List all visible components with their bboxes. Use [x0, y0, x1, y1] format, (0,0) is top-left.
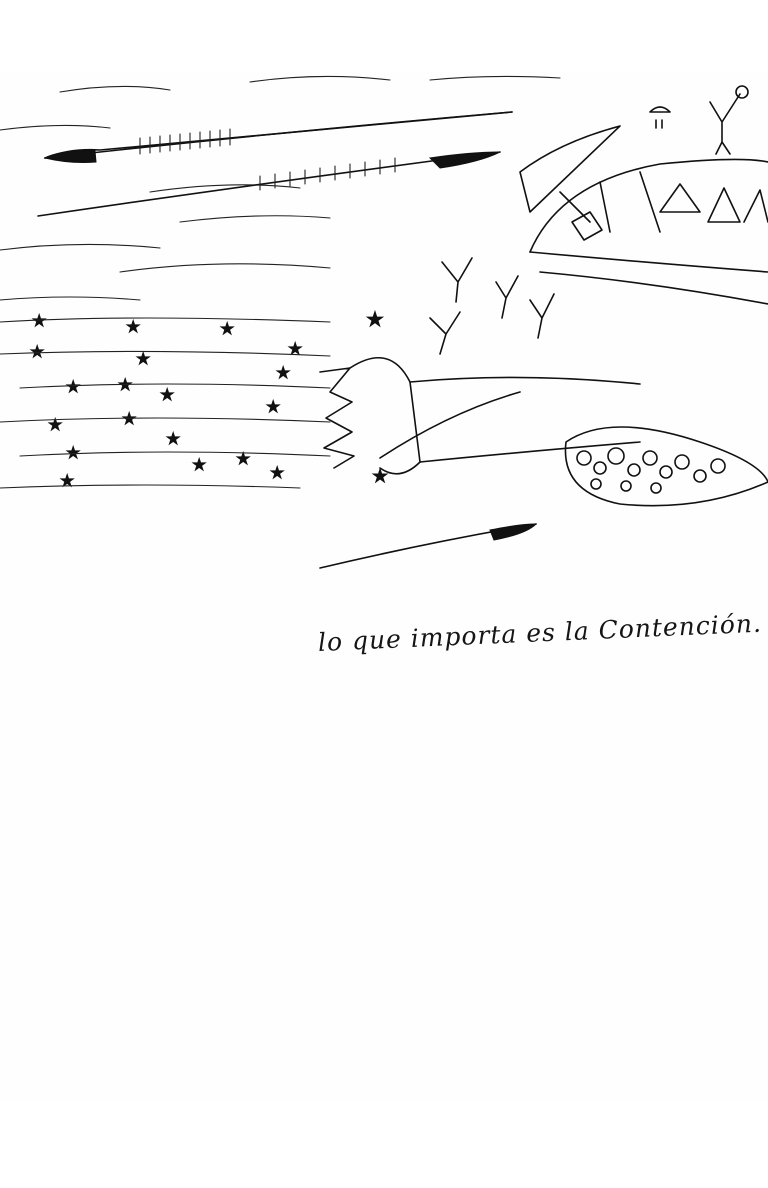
feather-strokes-top: [37, 111, 513, 217]
dancing-figures: [429, 85, 749, 355]
svg-text:★: ★: [276, 363, 290, 382]
horn-shape: [319, 356, 641, 475]
svg-text:★: ★: [60, 471, 74, 490]
svg-text:★: ★: [266, 397, 280, 416]
svg-text:★: ★: [160, 385, 174, 404]
svg-text:★: ★: [126, 317, 140, 336]
bubble-pod: [564, 426, 768, 507]
ink-drawing: ★ ★ ★ ★ ★ ★ ★ ★ ★ ★ ★ ★ ★ ★ ★ ★ ★ ★ ★ ★: [0, 72, 768, 1100]
svg-text:★: ★: [192, 455, 206, 474]
feather-stroke-mid: [319, 523, 538, 569]
svg-text:★: ★: [288, 339, 302, 358]
svg-text:★: ★: [48, 415, 62, 434]
svg-text:★: ★: [366, 307, 384, 331]
svg-text:★: ★: [270, 463, 284, 482]
svg-text:★: ★: [220, 319, 234, 338]
star-lines: [0, 317, 331, 489]
svg-text:★: ★: [372, 466, 388, 487]
drawing-canvas: ★ ★ ★ ★ ★ ★ ★ ★ ★ ★ ★ ★ ★ ★ ★ ★ ★ ★ ★ ★: [0, 75, 768, 569]
wave-lines-top: [0, 75, 561, 301]
star-field: ★ ★ ★ ★ ★ ★ ★ ★ ★ ★ ★ ★ ★ ★ ★ ★ ★ ★ ★ ★: [30, 307, 389, 491]
svg-text:★: ★: [30, 342, 44, 361]
svg-text:★: ★: [236, 449, 250, 468]
svg-text:★: ★: [66, 443, 80, 462]
patterned-shell: [519, 125, 768, 305]
svg-text:★: ★: [166, 429, 180, 448]
svg-text:★: ★: [136, 349, 150, 368]
svg-text:★: ★: [66, 377, 80, 396]
